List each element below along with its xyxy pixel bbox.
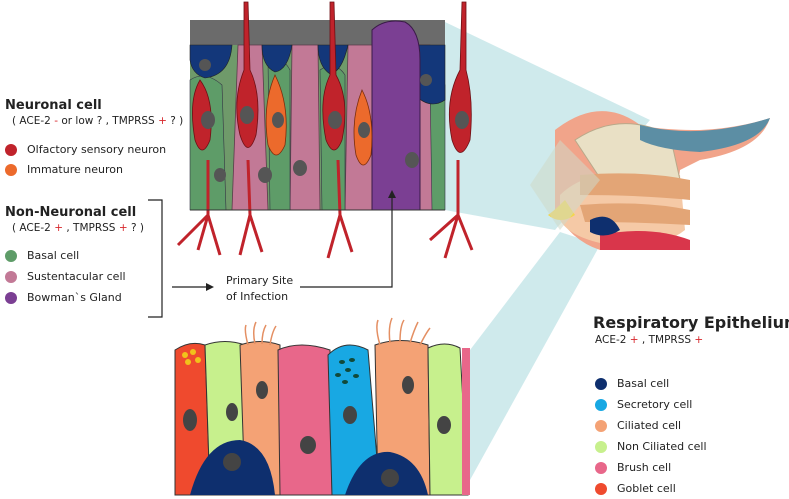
nonneuronal-subtitle: ( ACE-2 + , TMPRSS + ? ) (12, 222, 144, 234)
axons (176, 159, 474, 259)
legend-non-ciliated-cell: Non Ciliated cell (617, 440, 707, 453)
legend-secretory-cell: Secretory cell (617, 398, 693, 411)
brush-cell-swatch (595, 462, 607, 474)
respiratory-subtitle: ACE-2 + , TMPRSS + (595, 334, 704, 346)
legend-basal-cell: Basal cell (27, 249, 80, 262)
ciliated-cell-swatch (595, 420, 607, 432)
arrow-up (388, 190, 396, 198)
legend-ciliated-cell: Ciliated cell (617, 419, 682, 432)
respiratory-epithelium-illustration (174, 317, 470, 496)
sustentacular-cell-swatch (5, 271, 17, 283)
legend-resp-basal-cell: Basal cell (617, 377, 670, 390)
non-ciliated-cell-swatch (595, 441, 607, 453)
respiratory-title: Respiratory Epithelium (593, 313, 789, 332)
neuronal-subtitle: ( ACE-2 - or low ? , TMPRSS + ? ) (12, 115, 184, 127)
nasal-cavity-illustration (530, 111, 770, 251)
neuronal-title: Neuronal cell (5, 98, 102, 113)
secretory-cell-swatch (595, 399, 607, 411)
legend-sustentacular-cell: Sustentacular cell (27, 270, 126, 283)
infection-label-line2: of Infection (226, 290, 289, 303)
nuclei (199, 59, 469, 183)
immature-neuron-swatch (5, 164, 17, 176)
legend-olfactory-sensory-neuron: Olfactory sensory neuron (27, 143, 167, 156)
basal-cell-swatch (5, 250, 17, 262)
arrow-right (206, 283, 214, 291)
olfactory-sensory-neuron-swatch (5, 144, 17, 156)
legend-brush-cell: Brush cell (617, 461, 672, 474)
nonneuronal-title: Non-Neuronal cell (5, 205, 137, 220)
goblet-cell-swatch (595, 483, 607, 495)
legend-goblet-cell: Goblet cell (617, 482, 676, 495)
bowmans-gland (371, 20, 421, 211)
legend-bowmans-gland: Bowman`s Gland (27, 291, 122, 304)
bowmans-gland-swatch (5, 292, 17, 304)
projection-wedge-lower (470, 232, 600, 480)
legend-immature-neuron: Immature neuron (27, 163, 123, 176)
infection-label-line1: Primary Site (226, 274, 294, 287)
non-neuronal-bracket (148, 199, 163, 318)
resp-basal-cell-swatch (595, 378, 607, 390)
